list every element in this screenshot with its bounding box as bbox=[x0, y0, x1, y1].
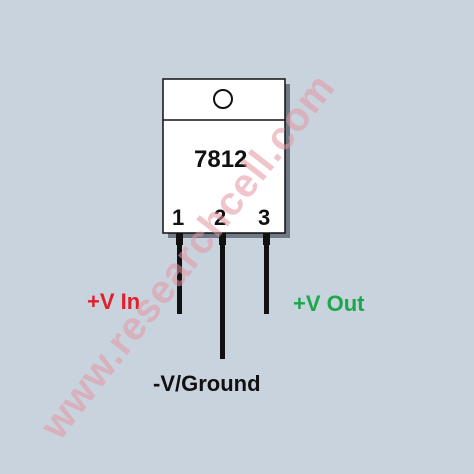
pin1-lead bbox=[177, 245, 182, 314]
pin2-stub bbox=[219, 233, 226, 245]
pin1-number: 1 bbox=[172, 205, 185, 230]
pin1-stub bbox=[176, 233, 183, 245]
mounting-hole-icon bbox=[213, 89, 233, 109]
vout-label: +V Out bbox=[293, 291, 365, 316]
pin3-number: 3 bbox=[258, 205, 271, 230]
vin-label: +V In bbox=[87, 289, 141, 314]
part-number-label: 7812 bbox=[194, 146, 248, 173]
pin2-lead bbox=[220, 245, 225, 359]
pin3-stub bbox=[263, 233, 270, 245]
ground-label: -V/Ground bbox=[153, 371, 261, 396]
pin3-lead bbox=[264, 245, 269, 314]
pin2-number: 2 bbox=[214, 205, 227, 230]
